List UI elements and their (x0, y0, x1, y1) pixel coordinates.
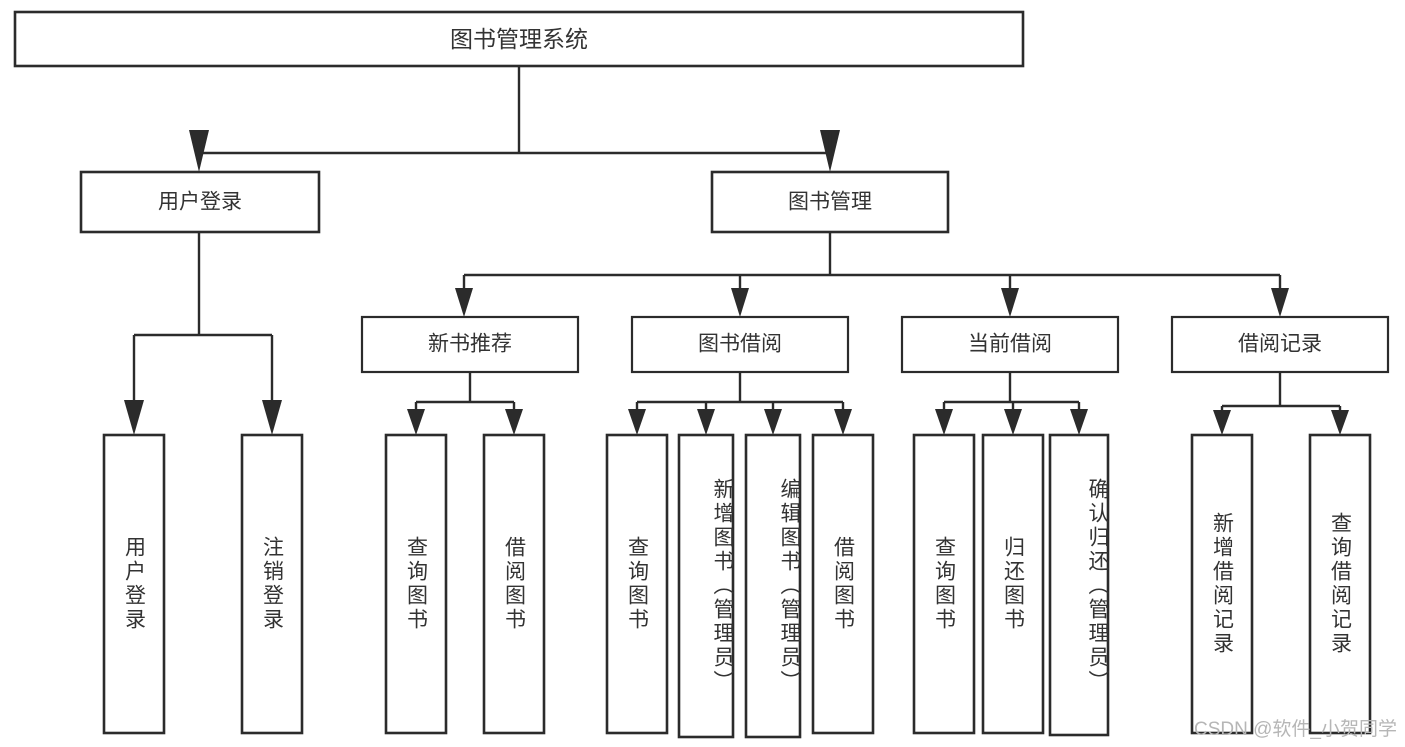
node-leaf-user-logout-rect[interactable] (240, 433, 304, 735)
node-new-book-rec-rect[interactable] (360, 315, 580, 374)
arrowhead-leaf-query-book-2 (628, 409, 646, 435)
node-leaf-edit-book-rect[interactable] (744, 433, 802, 739)
arrowhead-leaf-query-record (1331, 410, 1349, 435)
node-current-borrow[interactable]: 当前借阅 (900, 315, 1120, 374)
node-leaf-query-book-1-rect[interactable] (384, 433, 448, 735)
arrowhead-leaf-edit-book (764, 409, 782, 435)
node-borrow-record-label: 借阅记录 (1238, 333, 1322, 356)
node-root-label: 图书管理系统 (450, 26, 588, 52)
node-leaf-query-record-rect[interactable] (1308, 433, 1372, 735)
arrowhead-leaf-add-record (1213, 410, 1231, 435)
arrowhead-leaf-add-book (697, 409, 715, 435)
node-book-borrow-rect[interactable] (630, 315, 850, 374)
arrowhead-leaf-query-book-1 (407, 409, 425, 435)
arrowhead-borrow-record (1271, 288, 1289, 317)
node-leaf-user-login-rect[interactable] (102, 433, 166, 735)
arrowhead-current-borrow (1001, 288, 1019, 317)
node-book-borrow-label: 图书借阅 (698, 333, 782, 356)
node-book-manage-label: 图书管理 (788, 191, 872, 214)
node-user-login-rect[interactable] (79, 170, 321, 234)
arrowhead-leaf-query-book-3 (935, 409, 953, 435)
node-new-book-rec[interactable]: 新书推荐 (360, 315, 580, 374)
arrowhead-book-borrow (731, 288, 749, 317)
node-book-manage[interactable]: 图书管理 (710, 170, 950, 234)
node-user-login-label: 用户登录 (158, 191, 242, 214)
node-root-rect[interactable] (13, 10, 1025, 68)
node-book-borrow[interactable]: 图书借阅 (630, 315, 850, 374)
connector-group (124, 66, 1349, 435)
node-leaf-return-book-rect[interactable] (981, 433, 1045, 735)
node-current-borrow-label: 当前借阅 (968, 333, 1052, 356)
node-leaf-add-book-rect[interactable] (677, 433, 735, 739)
arrowhead-leaf-user-logout (262, 400, 282, 435)
node-leaf-query-book-2-rect[interactable] (605, 433, 669, 735)
node-root[interactable]: 图书管理系统 (13, 10, 1025, 68)
arrowhead-new-book-rec (455, 288, 473, 317)
arrowhead-leaf-confirm-return (1070, 409, 1088, 435)
node-borrow-record[interactable]: 借阅记录 (1170, 315, 1390, 374)
node-new-book-rec-label: 新书推荐 (428, 333, 512, 356)
arrowhead-leaf-borrow-book-1 (505, 409, 523, 435)
arrowhead-leaf-user-login (124, 400, 144, 435)
node-book-manage-rect[interactable] (710, 170, 950, 234)
node-leaf-add-record-rect[interactable] (1190, 433, 1254, 735)
leaf-rect-group (102, 433, 1372, 739)
node-leaf-borrow-book-1-rect[interactable] (482, 433, 546, 735)
node-user-login[interactable]: 用户登录 (79, 170, 321, 234)
node-current-borrow-rect[interactable] (900, 315, 1120, 374)
arrowhead-leaf-return-book (1004, 409, 1022, 435)
node-borrow-record-rect[interactable] (1170, 315, 1390, 374)
node-leaf-borrow-book-2-rect[interactable] (811, 433, 875, 735)
node-leaf-query-book-3-rect[interactable] (912, 433, 976, 735)
node-leaf-confirm-return-rect[interactable] (1048, 433, 1110, 737)
csdn-watermark: CSDN @软件_小贺同学 (1194, 719, 1397, 740)
arrowhead-leaf-borrow-book-2 (834, 409, 852, 435)
